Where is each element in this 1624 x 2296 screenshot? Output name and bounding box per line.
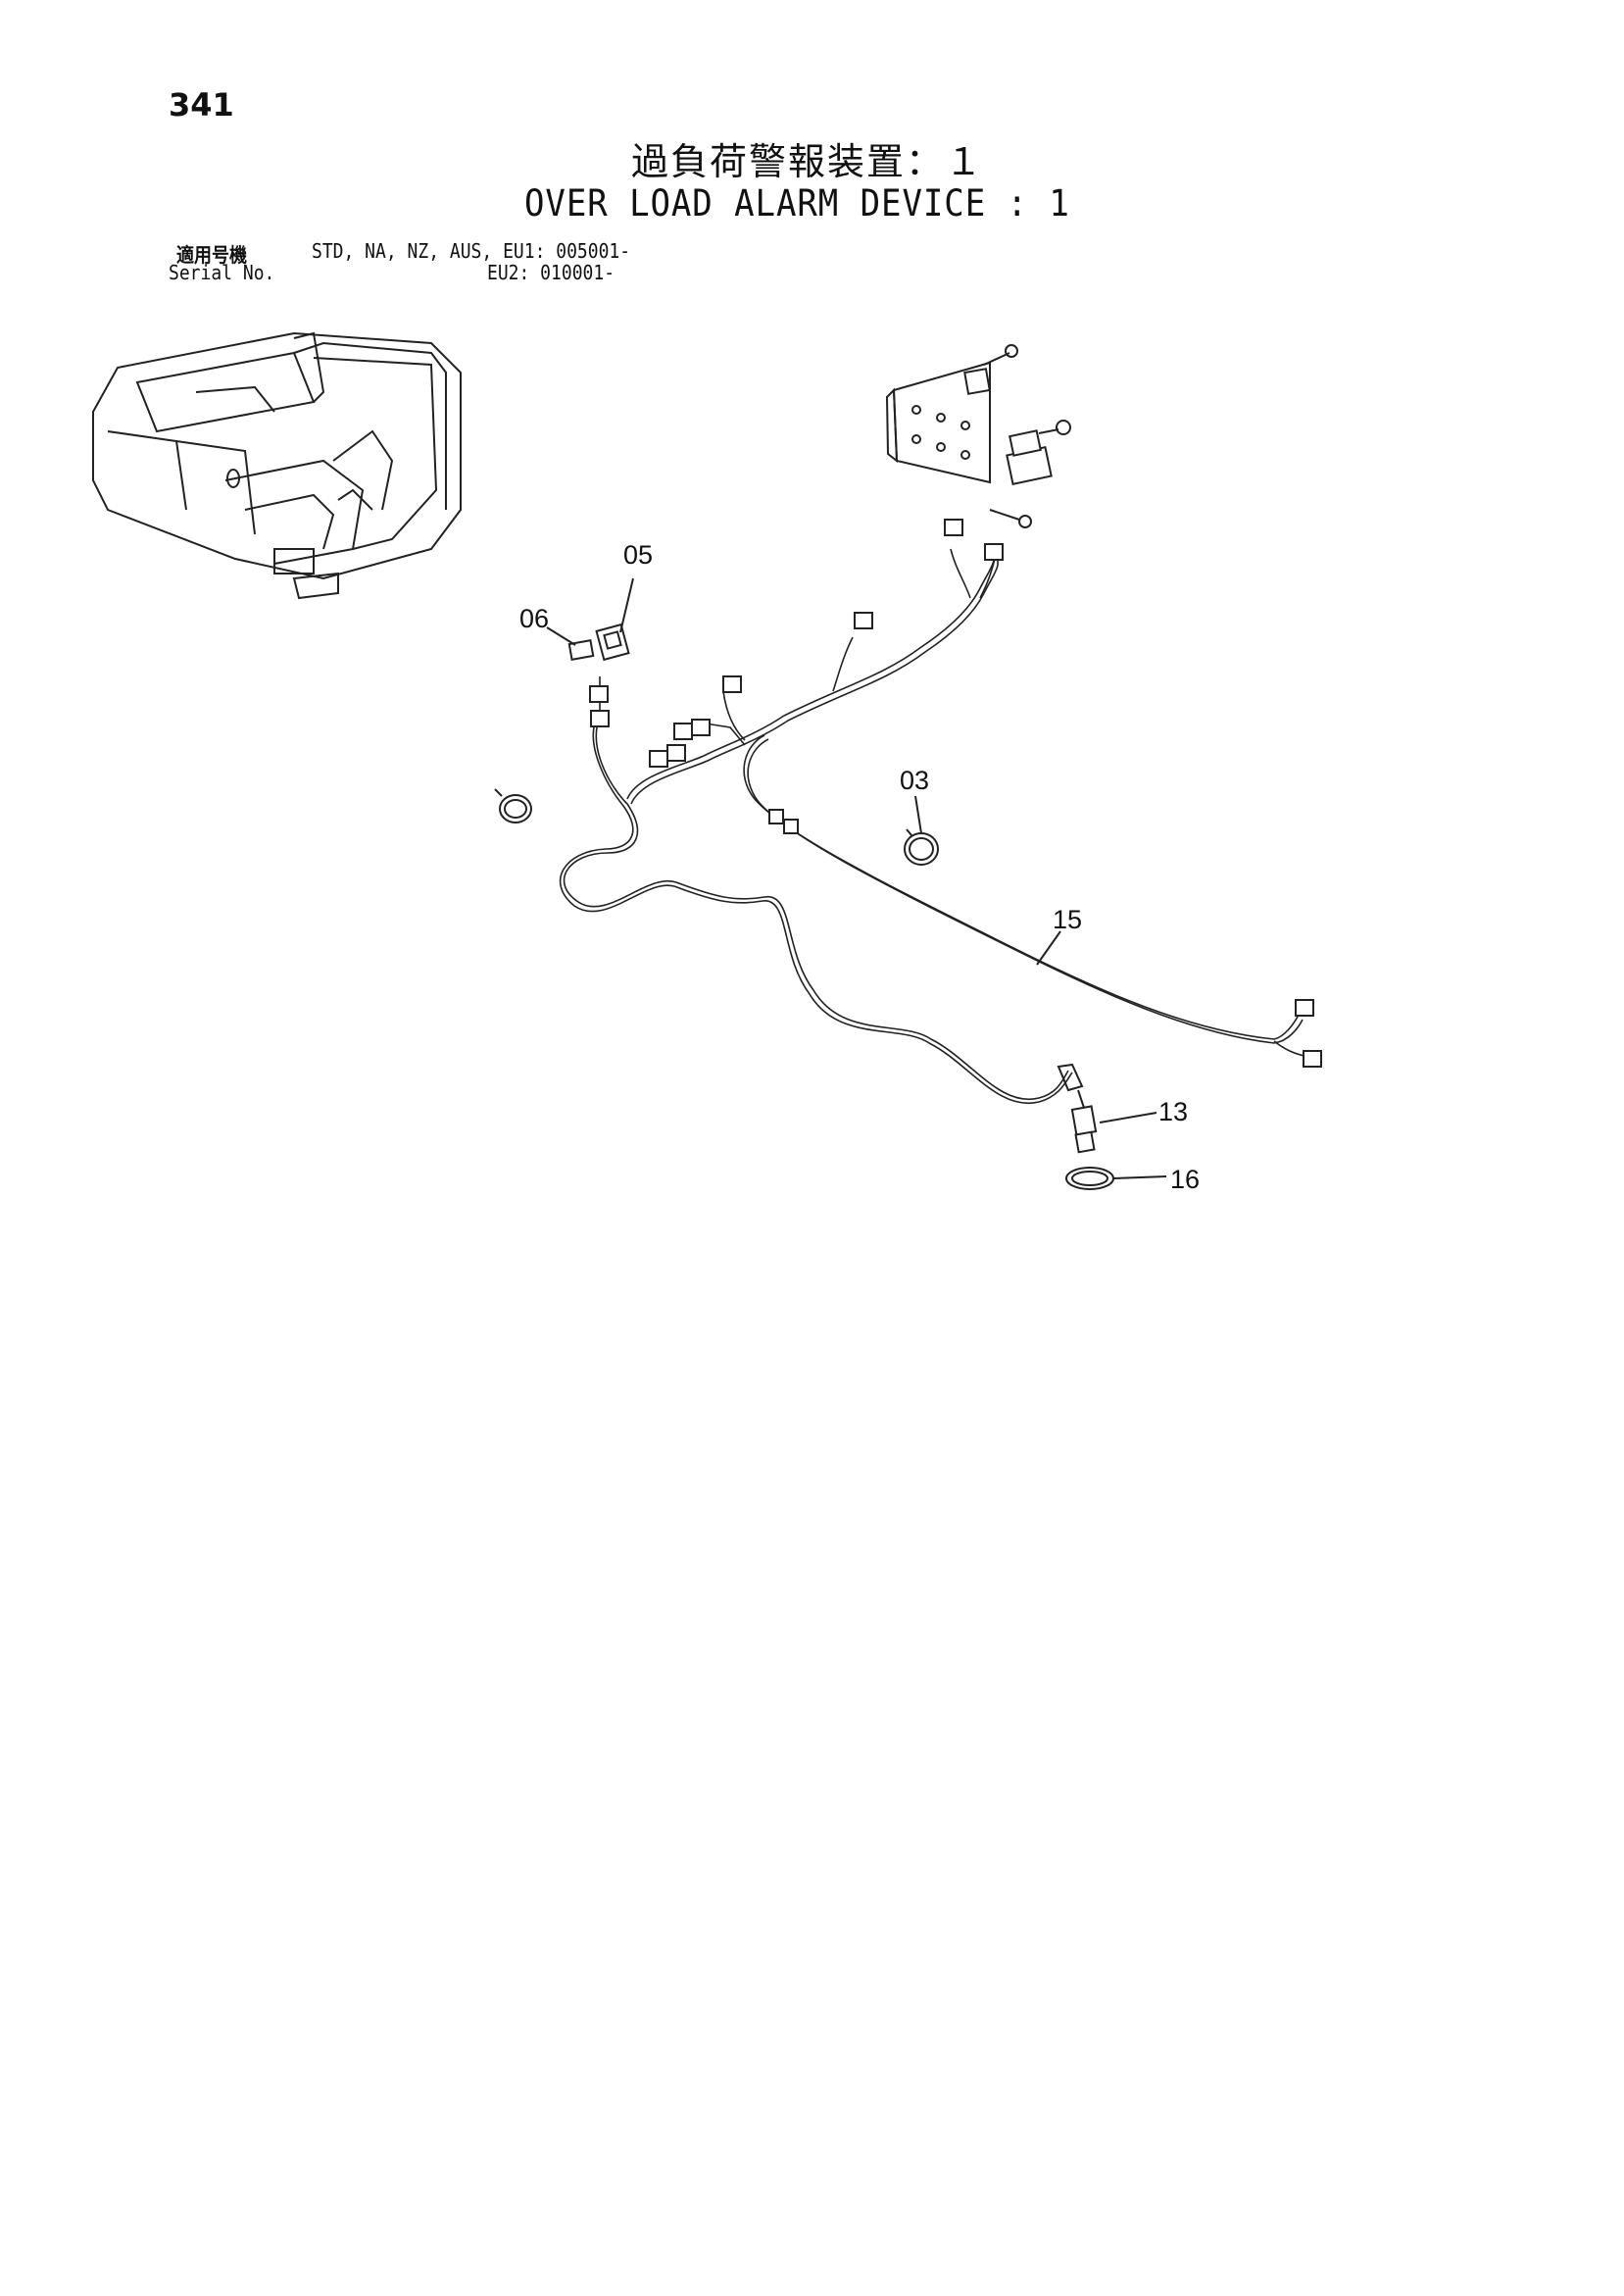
pressure-sensor (1057, 1063, 1098, 1154)
serial-label-japanese: 適用号機 (176, 243, 247, 267)
switch-part (595, 623, 630, 662)
serial-label-english: Serial No. (169, 261, 275, 284)
callout-03: 03 (900, 766, 929, 795)
harness-connectors (589, 519, 1322, 1068)
callout-16: 16 (1170, 1165, 1200, 1194)
callout-05: 05 (623, 540, 653, 570)
callout-13: 13 (1158, 1097, 1188, 1126)
title-english: OVER LOAD ALARM DEVICE : 1 (524, 182, 1070, 225)
page-number: 341 (169, 86, 234, 124)
bracket-assembly (885, 344, 1071, 528)
callout-06: 06 (519, 604, 549, 633)
serial-range-line-2: EU2: 010001- (487, 261, 615, 284)
title-japanese: 過負荷警報装置：１ (631, 140, 985, 183)
o-ring-part (1065, 1167, 1114, 1190)
clamp-03 (904, 828, 939, 866)
excavator-cab-illustration (92, 331, 462, 600)
leader-lines (546, 577, 1167, 1179)
callout-15: 15 (1053, 905, 1082, 934)
clamp-left (494, 788, 532, 824)
wire-harness (559, 548, 1309, 1105)
serial-range-line-1: STD, NA, NZ, AUS, EU1: 005001- (312, 239, 631, 263)
